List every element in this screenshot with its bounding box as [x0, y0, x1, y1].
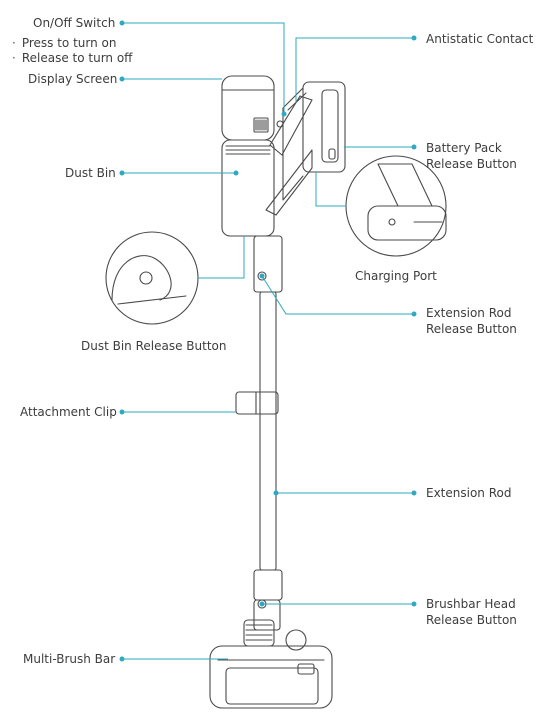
wall-mount: [282, 81, 346, 201]
multi-brush-bar-label: Multi-Brush Bar: [23, 652, 116, 666]
brushbar-head-label-2: Release Button: [426, 613, 517, 627]
dust-bin-body: [221, 139, 275, 237]
release-off-note: Release to turn off: [12, 50, 133, 66]
motor-body: [221, 75, 284, 141]
battery-pack-label-1: Battery Pack: [426, 141, 502, 155]
press-on-text: Press to turn on: [21, 36, 117, 50]
display-screen-label: Display Screen: [28, 72, 118, 86]
attachment-clip-label: Attachment Clip: [20, 405, 117, 419]
on-off-switch-label: On/Off Switch: [33, 16, 116, 30]
dust-bin-label: Dust Bin: [65, 166, 116, 180]
handle: [265, 95, 313, 216]
charging-port-label: Charging Port: [355, 269, 437, 283]
brushbar-head-label-1: Brushbar Head: [426, 597, 516, 611]
dust-bin-release-label: Dust Bin Release Button: [81, 339, 227, 353]
extension-rod-release-label-2: Release Button: [426, 322, 517, 336]
release-off-text: Release to turn off: [21, 51, 133, 65]
extension-rod-release-label-1: Extension Rod: [426, 306, 512, 320]
battery-pack-label-2: Release Button: [426, 157, 517, 171]
extension-rod-label: Extension Rod: [426, 486, 512, 500]
press-on-note: Press to turn on: [12, 35, 117, 51]
antistatic-contact-label: Antistatic Contact: [426, 32, 534, 46]
